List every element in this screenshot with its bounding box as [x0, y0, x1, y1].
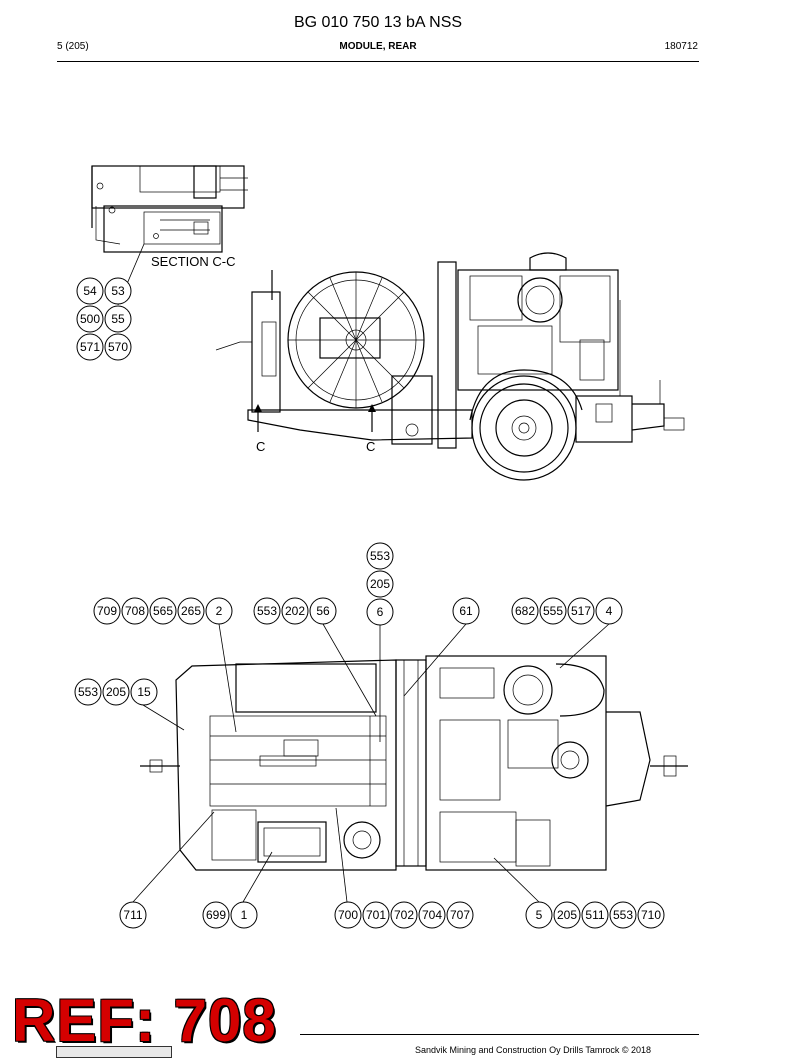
reference-stamp: REF: 708	[12, 987, 277, 1054]
svg-text:511: 511	[585, 908, 604, 922]
svg-text:205: 205	[557, 908, 577, 922]
svg-text:53: 53	[111, 284, 125, 298]
balloon-1: 1	[230, 901, 258, 929]
balloon-702: 702	[390, 901, 418, 929]
balloon-704: 704	[418, 901, 446, 929]
balloon-53: 53	[104, 277, 132, 305]
section-marker-left: C	[256, 439, 265, 454]
balloon-553: 553	[609, 901, 637, 929]
balloon-700: 700	[334, 901, 362, 929]
svg-text:55: 55	[111, 312, 125, 326]
svg-text:517: 517	[571, 604, 591, 618]
balloon-55: 55	[104, 305, 132, 333]
svg-text:205: 205	[106, 685, 126, 699]
svg-text:500: 500	[80, 312, 100, 326]
balloon-511: 511	[581, 901, 609, 929]
balloon-555: 555	[539, 597, 567, 625]
svg-text:700: 700	[338, 908, 358, 922]
balloon-682: 682	[511, 597, 539, 625]
svg-text:553: 553	[257, 604, 277, 618]
svg-text:553: 553	[370, 549, 390, 563]
svg-text:701: 701	[366, 908, 386, 922]
balloon-570: 570	[104, 333, 132, 361]
balloon-205: 205	[102, 678, 130, 706]
svg-text:709: 709	[97, 604, 117, 618]
svg-text:711: 711	[123, 908, 142, 922]
svg-text:699: 699	[206, 908, 226, 922]
svg-text:6: 6	[377, 605, 384, 619]
balloon-553: 553	[74, 678, 102, 706]
balloon-500: 500	[76, 305, 104, 333]
footer-divider	[300, 1034, 699, 1035]
svg-text:265: 265	[181, 604, 201, 618]
balloon-711: 711	[119, 901, 147, 929]
balloon-565: 565	[149, 597, 177, 625]
balloon-202: 202	[281, 597, 309, 625]
balloon-54: 54	[76, 277, 104, 305]
svg-text:54: 54	[83, 284, 97, 298]
balloon-709: 709	[93, 597, 121, 625]
balloon-2: 2	[205, 597, 233, 625]
balloon-701: 701	[362, 901, 390, 929]
svg-text:56: 56	[316, 604, 330, 618]
balloon-205: 205	[553, 901, 581, 929]
svg-text:205: 205	[370, 577, 390, 591]
svg-text:570: 570	[108, 340, 128, 354]
svg-text:2: 2	[216, 604, 223, 618]
balloon-571: 571	[76, 333, 104, 361]
footer-copyright: Sandvik Mining and Construction Oy Drill…	[415, 1045, 652, 1055]
top-view-drawing	[140, 655, 688, 871]
svg-text:555: 555	[543, 604, 563, 618]
svg-text:565: 565	[153, 604, 173, 618]
balloon-15: 15	[130, 678, 158, 706]
side-view-drawing	[215, 252, 685, 481]
balloon-553: 553	[366, 542, 394, 570]
header-divider	[57, 61, 699, 62]
balloon-710: 710	[637, 901, 665, 929]
balloon-205: 205	[366, 570, 394, 598]
document-title: BG 010 750 13 bA NSS	[293, 14, 463, 31]
svg-text:708: 708	[125, 604, 145, 618]
svg-text:61: 61	[459, 604, 473, 618]
svg-text:682: 682	[515, 604, 535, 618]
svg-text:4: 4	[606, 604, 613, 618]
page-number: 5 (205)	[57, 41, 89, 52]
balloon-708: 708	[121, 597, 149, 625]
document-date: 180712	[664, 41, 698, 52]
svg-text:702: 702	[394, 908, 414, 922]
balloon-61: 61	[452, 597, 480, 625]
leader-lines	[117, 243, 610, 903]
svg-text:571: 571	[80, 340, 100, 354]
svg-text:553: 553	[613, 908, 633, 922]
svg-text:704: 704	[422, 908, 442, 922]
svg-text:710: 710	[641, 908, 661, 922]
section-label: SECTION C-C	[151, 254, 236, 269]
balloon-56: 56	[309, 597, 337, 625]
svg-text:5: 5	[536, 908, 543, 922]
svg-text:15: 15	[137, 685, 151, 699]
balloon-707: 707	[446, 901, 474, 929]
balloon-6: 6	[366, 598, 394, 626]
section-marker-right: C	[366, 439, 375, 454]
balloon-699: 699	[202, 901, 230, 929]
svg-text:202: 202	[285, 604, 305, 618]
section-view-drawing	[91, 165, 248, 253]
balloon-553: 553	[253, 597, 281, 625]
balloon-265: 265	[177, 597, 205, 625]
balloon-517: 517	[567, 597, 595, 625]
svg-text:1: 1	[241, 908, 248, 922]
svg-text:707: 707	[450, 908, 470, 922]
module-name: MODULE, REAR	[339, 41, 417, 52]
balloon-4: 4	[595, 597, 623, 625]
balloon-5: 5	[525, 901, 553, 929]
svg-text:553: 553	[78, 685, 98, 699]
